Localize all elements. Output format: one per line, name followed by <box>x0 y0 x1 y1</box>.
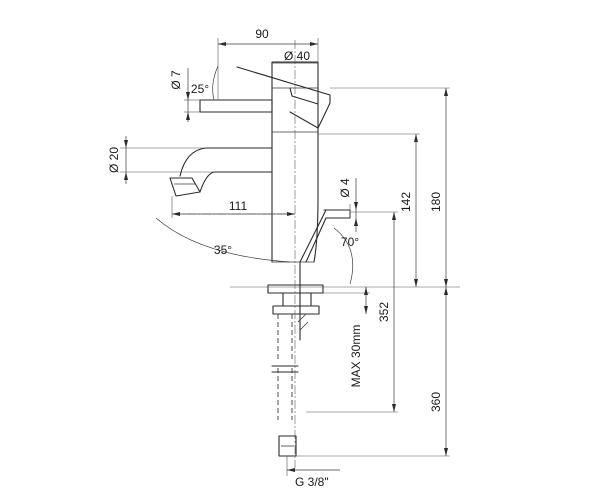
spout <box>179 147 273 193</box>
arrow <box>444 279 448 287</box>
dim-arc-spout-angle <box>155 217 291 263</box>
base-shank <box>282 292 312 307</box>
arrow <box>354 202 358 210</box>
arrow <box>354 218 358 226</box>
arrow <box>218 42 226 46</box>
base-flange <box>267 284 324 294</box>
label-max-deck: MAX 30mm <box>349 325 363 388</box>
connection-nut <box>278 435 297 457</box>
arrow <box>186 92 190 100</box>
hose-end <box>271 365 299 373</box>
arrow <box>414 279 418 287</box>
linkage-hatch <box>297 313 309 331</box>
label-body-diameter: Ø 40 <box>284 49 310 63</box>
label-popup-angle: 70° <box>341 235 359 249</box>
arrow <box>392 404 396 412</box>
label-popup-diameter: Ø 4 <box>338 178 352 198</box>
faucet-outline <box>169 61 351 457</box>
lever-stub <box>199 99 273 113</box>
arrow <box>124 140 128 148</box>
handle-lever-inner <box>289 87 319 105</box>
arrow <box>287 468 295 472</box>
arrow <box>414 134 418 142</box>
label-lever-diameter: Ø 7 <box>169 70 183 90</box>
pop-up-knob <box>323 209 351 219</box>
dimension-lines <box>124 42 448 472</box>
handle-lever <box>236 66 331 129</box>
arrow <box>444 88 448 96</box>
label-popup-rod-length: 352 <box>377 302 391 322</box>
dim-arc-lever-angle <box>212 65 219 101</box>
label-width-total: 90 <box>255 27 269 41</box>
arrow <box>287 212 295 216</box>
base-ring <box>272 305 320 315</box>
arrow <box>124 172 128 180</box>
label-height-body: 180 <box>429 192 443 212</box>
dim-arc-popup-angle <box>333 227 354 285</box>
label-height-lower: 360 <box>429 392 443 412</box>
extension-lines <box>120 38 460 476</box>
dimension-labels: 90 Ø 40 Ø 7 25° Ø 20 111 35° Ø 4 70° 142… <box>107 27 443 489</box>
label-height-upper: 142 <box>399 192 413 212</box>
label-connection-thread: G 3/8" <box>295 475 329 489</box>
arrow <box>364 287 368 295</box>
label-spout-reach: 111 <box>229 199 248 213</box>
pop-up-rod <box>299 209 327 341</box>
arrow <box>392 212 396 220</box>
label-lever-angle: 25° <box>191 82 209 96</box>
arrow <box>364 306 368 314</box>
body-lower-right <box>313 133 319 263</box>
spout-nozzle <box>169 177 201 197</box>
arrow <box>444 448 448 456</box>
arrow <box>186 112 190 120</box>
arrow <box>310 42 318 46</box>
arrow <box>172 212 180 216</box>
label-spout-angle: 35° <box>214 243 232 257</box>
arrow <box>444 287 448 295</box>
label-spout-diameter: Ø 20 <box>107 147 121 173</box>
